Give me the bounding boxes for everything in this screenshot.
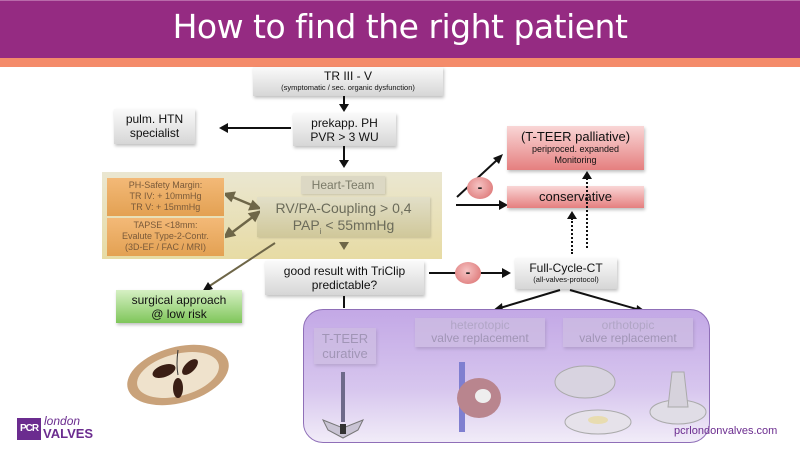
- minus-label: -: [465, 264, 471, 280]
- heterotopic-valve-box: heterotopic valve replacement: [415, 318, 545, 347]
- safety-line2: TR IV: + 10mmHg: [129, 191, 202, 201]
- tr-severity-box: TR III - V (symptomatic / sec. organic d…: [253, 67, 443, 96]
- heterotopic-line1: heterotopic: [450, 318, 510, 332]
- arrowhead-down: [339, 160, 349, 168]
- tr-severity-title: TR III - V: [324, 69, 372, 83]
- papi-threshold: PAPi < 55mmHg: [257, 217, 430, 240]
- safety-line1: PH-Safety Margin:: [128, 180, 203, 190]
- surgical-line2: @ low risk: [151, 307, 207, 321]
- arrowhead-right: [499, 200, 508, 210]
- tapse-line2: Evalute Type-2-Contr.: [122, 231, 209, 241]
- heterotopic-heart-illustration: [457, 362, 501, 432]
- title-bar: How to find the right patient: [0, 0, 800, 58]
- line-triclip-to-tteer: [343, 296, 345, 308]
- surgical-ring-illustration: [127, 344, 229, 406]
- tapse-line1: TAPSE <18mm:: [133, 220, 198, 230]
- pulm-htn-specialist-box: pulm. HTN specialist: [114, 109, 195, 144]
- papi-label: PAP: [292, 217, 320, 233]
- tteer-curative-line2: curative: [322, 346, 368, 361]
- papi-value: < 55mmHg: [321, 217, 395, 233]
- orthotopic-line2: valve replacement: [579, 331, 677, 345]
- accent-stripe: [0, 58, 800, 67]
- triclip-line2: predictable?: [311, 278, 378, 292]
- triclip-line1: good result with TriClip: [283, 264, 406, 278]
- arrowhead-up: [582, 171, 592, 179]
- double-arrows: [225, 191, 260, 239]
- arrow-to-surgical: [202, 242, 276, 292]
- t-teer-device-illustration: [321, 372, 365, 439]
- t-teer-palliative-box: (T-TEER palliative) periproced. expanded…: [507, 126, 644, 170]
- papi-subscript: i: [319, 226, 322, 236]
- arrow-heart-team-to-conservative: [456, 204, 501, 206]
- minus-badge: -: [455, 262, 481, 284]
- heterotopic-line2: valve replacement: [431, 331, 529, 345]
- safety-line3: TR V: + 15mmHg: [130, 202, 201, 212]
- heart-team-text: Heart-Team: [311, 178, 375, 192]
- ct-subtitle: (all-valves-protocol): [533, 275, 599, 284]
- arrow-prekapp-to-pulm: [227, 127, 291, 129]
- double-arrow-tapse: [225, 210, 260, 239]
- minus-label: -: [477, 179, 483, 195]
- pulm-htn-line1: pulm. HTN: [125, 112, 184, 126]
- full-cycle-ct-box: Full-Cycle-CT (all-valves-protocol): [515, 258, 617, 289]
- prekapp-ph-line2: PVR > 3 WU: [310, 130, 379, 144]
- minus-badge: -: [467, 177, 493, 199]
- arrowhead-down: [339, 104, 349, 112]
- orthotopic-valve-box: orthotopic valve replacement: [563, 318, 693, 347]
- ct-title: Full-Cycle-CT: [529, 261, 603, 275]
- tapse-line3: (3D-EF / FAC / MRI): [125, 242, 206, 252]
- surgical-approach-box: surgical approach @ low risk: [116, 290, 242, 323]
- t-teer-curative-box: T-TEER curative: [314, 328, 376, 364]
- page-title: How to find the right patient: [172, 7, 628, 46]
- rv-pa-coupling: RV/PA-Coupling > 0,4: [275, 200, 412, 216]
- arrow-tr-to-prekapp: [343, 96, 345, 106]
- double-arrow-safety: [225, 191, 260, 211]
- prekapp-ph-line1: prekapp. PH: [311, 116, 378, 130]
- prekapp-ph-box: prekapp. PH PVR > 3 WU: [293, 113, 396, 146]
- surgical-line1: surgical approach: [131, 293, 227, 307]
- tteer-curative-line1: T-TEER: [321, 331, 369, 346]
- logo-pcr-mark: PCR: [17, 418, 41, 440]
- arrowhead-left: [219, 123, 228, 133]
- conservative-box: conservative: [507, 186, 644, 208]
- palliative-line3: Monitoring: [554, 155, 597, 165]
- heart-team-criteria-box: RV/PA-Coupling > 0,4 PAPi < 55mmHg: [257, 197, 430, 237]
- orthotopic-line1: orthotopic: [601, 318, 655, 332]
- dotted-arrow-to-palliative: [586, 178, 588, 248]
- palliative-line2: periproced. expanded: [531, 144, 620, 154]
- tr-severity-subtitle: (symptomatic / sec. organic dysfunction): [281, 83, 415, 92]
- heart-team-label: Heart-Team: [301, 176, 385, 194]
- palliative-title: (T-TEER palliative): [520, 129, 631, 144]
- dotted-arrow-ct-to-conservative: [571, 218, 573, 254]
- website-link[interactable]: pcrlondonvalves.com: [674, 425, 778, 437]
- ph-safety-margin-box: PH-Safety Margin: TR IV: + 10mmHg TR V: …: [107, 178, 224, 216]
- tapse-box: TAPSE <18mm: Evalute Type-2-Contr. (3D-E…: [107, 218, 224, 256]
- logo-london-text: london: [44, 414, 81, 428]
- orthotopic-valve-illustrations: [554, 365, 707, 435]
- arrowhead-down: [339, 242, 349, 250]
- pulm-htn-line2: specialist: [129, 126, 180, 140]
- arrowhead-up: [567, 211, 577, 219]
- triclip-question-box: good result with TriClip predictable?: [265, 261, 424, 295]
- conservative-label: conservative: [539, 189, 612, 204]
- logo-valves-text: VALVES: [43, 426, 94, 441]
- arrow-prekapp-to-heart-team: [343, 146, 345, 162]
- arrowhead-right: [502, 268, 511, 278]
